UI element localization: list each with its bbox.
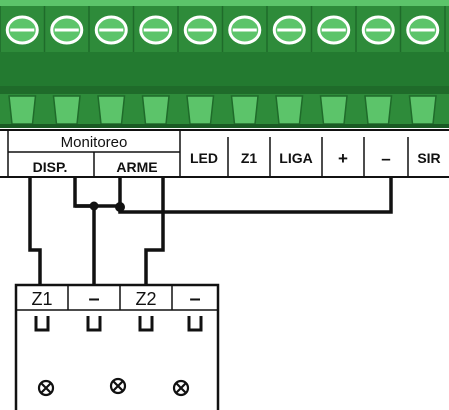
terminal-label-liga: LIGA (279, 150, 312, 166)
device-terminal-minus-1: – (88, 288, 99, 310)
terminal-label-minus: – (381, 149, 390, 168)
wire-arme-to-minus (73, 177, 96, 285)
terminal-clamp (319, 95, 348, 125)
device-outline (14, 283, 220, 410)
terminal-clip-icon (187, 316, 203, 332)
clamp-row (8, 95, 437, 125)
terminal-block-top-strip (0, 0, 449, 6)
terminal-clamp (230, 95, 259, 125)
device-module: Z1 – Z2 – (14, 283, 220, 410)
device-terminal-z1: Z1 (31, 289, 52, 309)
junction-dot (89, 201, 99, 211)
terminal-clamp (141, 95, 170, 125)
terminal-clamp (408, 95, 437, 125)
junction-dot (115, 202, 125, 212)
label-strip: Monitoreo DISP. ARME LED Z1 LIGA + – SIR (0, 129, 449, 178)
terminal-clip-icon (138, 316, 154, 332)
terminal-label-arme: ARME (116, 159, 157, 175)
wire-arme-to-z2 (144, 177, 165, 285)
wire-disp-to-z1 (28, 177, 42, 285)
terminal-clip-icon (86, 316, 102, 332)
terminal-label-led: LED (190, 150, 218, 166)
wires (28, 177, 393, 285)
terminal-block-bottom-edge (0, 124, 449, 128)
terminal-clips (34, 316, 203, 332)
screw-icon (37, 379, 55, 397)
terminal-label-disp: DISP. (33, 159, 68, 175)
screw-icon (109, 377, 127, 395)
terminal-clamp (186, 95, 215, 125)
terminal-block-ledge (0, 86, 449, 94)
terminal-clamp (364, 95, 393, 125)
terminal-block-middle-band (0, 52, 449, 86)
terminal-block (0, 0, 449, 128)
screw-icon (172, 379, 190, 397)
device-terminal-minus-2: – (189, 288, 200, 310)
terminal-label-plus: + (338, 149, 348, 168)
terminal-clamp (8, 95, 37, 125)
terminal-clamp (52, 95, 81, 125)
screw-cells (0, 6, 446, 52)
device-terminal-z2: Z2 (135, 289, 156, 309)
terminal-clamp (275, 95, 304, 125)
wire-junctions (89, 201, 125, 212)
terminal-clip-icon (34, 316, 50, 332)
terminal-label-sir: SIR (417, 150, 440, 166)
terminal-label-z1: Z1 (241, 150, 258, 166)
terminal-clamp (97, 95, 126, 125)
monitoreo-label: Monitoreo (61, 134, 128, 151)
